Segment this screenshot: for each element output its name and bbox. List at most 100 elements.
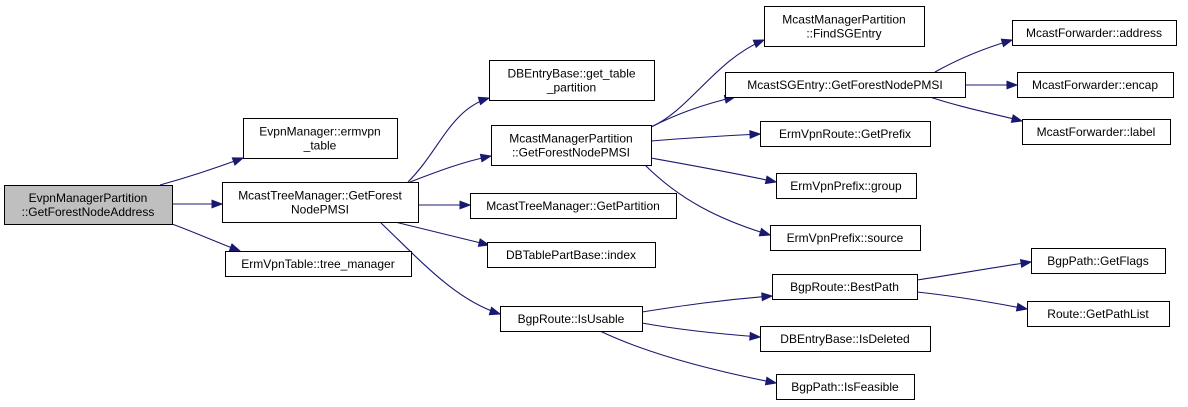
function-node[interactable]: ErmVpnTable::tree_manager xyxy=(225,251,412,277)
function-node[interactable]: McastManagerPartition::FindSGEntry xyxy=(764,6,925,47)
node-label: McastSGEntry::GetForestNodePMSI xyxy=(747,78,942,92)
function-node[interactable]: DBTablePartBase::index xyxy=(487,242,656,268)
node-label: ErmVpnPrefix::group xyxy=(790,179,902,193)
arrowhead-icon xyxy=(1010,114,1024,123)
function-node[interactable]: Route::GetPathList xyxy=(1027,301,1170,327)
node-box xyxy=(1017,72,1174,98)
call-edge xyxy=(650,94,737,128)
edge-line xyxy=(379,221,501,315)
node-label: McastManagerPartition xyxy=(782,13,905,27)
function-node[interactable]: EvpnManager::ermvpn_table xyxy=(243,118,398,159)
arrowhead-icon xyxy=(1019,259,1033,268)
arrowhead-icon xyxy=(1006,80,1019,90)
call-edge xyxy=(650,130,762,142)
edge-line xyxy=(650,96,736,128)
node-label: EvpnManagerPartition xyxy=(29,191,148,205)
function-node[interactable]: BgpRoute::IsUsable xyxy=(500,306,643,332)
call-edge xyxy=(379,221,502,316)
function-node[interactable]: DBEntryBase::IsDeleted xyxy=(760,326,931,352)
call-edge xyxy=(934,38,1014,73)
node-label: ErmVpnRoute::GetPrefix xyxy=(779,127,911,141)
edge-line xyxy=(916,291,1028,310)
edge-line xyxy=(159,157,244,186)
node-label: BgpRoute::BestPath xyxy=(790,280,899,294)
edge-line xyxy=(641,295,773,313)
node-box xyxy=(764,6,925,47)
function-node[interactable]: McastForwarder::address xyxy=(1012,20,1177,46)
node-box xyxy=(487,242,656,268)
arrowhead-icon xyxy=(761,292,774,302)
function-node[interactable]: McastForwarder::label xyxy=(1022,119,1171,145)
node-box xyxy=(491,125,652,166)
function-node[interactable]: DBEntryBase::get_table_partition xyxy=(489,60,655,101)
edge-line xyxy=(641,322,761,338)
arrowhead-icon xyxy=(764,376,778,386)
edge-line xyxy=(171,223,241,252)
node-box xyxy=(760,121,931,147)
call-edge xyxy=(159,157,245,186)
function-node[interactable]: ErmVpnRoute::GetPrefix xyxy=(760,121,931,147)
call-edge xyxy=(641,322,762,341)
call-graph-edges xyxy=(159,38,1033,386)
edge-line xyxy=(650,157,777,183)
function-node[interactable]: ErmVpnPrefix::group xyxy=(776,173,917,199)
function-node[interactable]: BgpRoute::BestPath xyxy=(772,274,918,300)
node-box xyxy=(725,72,966,98)
edge-line xyxy=(934,39,1013,73)
call-edge xyxy=(394,221,491,247)
call-edge xyxy=(650,157,778,185)
node-box xyxy=(470,193,677,219)
arrowhead-icon xyxy=(479,153,493,163)
call-edge xyxy=(409,153,493,183)
call-edge xyxy=(171,223,242,252)
function-node[interactable]: BgpPath::IsFeasible xyxy=(776,374,915,400)
arrowhead-icon xyxy=(477,238,491,247)
function-node[interactable]: McastSGEntry::GetForestNodePMSI xyxy=(725,72,966,98)
function-node[interactable]: McastManagerPartition::GetForestNodePMSI xyxy=(491,125,652,166)
edge-line xyxy=(407,97,490,183)
node-box xyxy=(243,118,398,159)
function-node[interactable]: McastTreeManager::GetForestNodePMSI xyxy=(222,182,419,223)
call-edge xyxy=(599,330,778,386)
node-box xyxy=(776,173,917,199)
node-box xyxy=(1012,20,1177,46)
edge-line xyxy=(409,155,492,183)
call-edge xyxy=(929,96,1024,123)
function-node[interactable]: ErmVpnPrefix::source xyxy=(770,225,921,251)
arrowhead-icon xyxy=(758,227,772,237)
arrowhead-icon xyxy=(749,130,762,140)
node-label: McastForwarder::label xyxy=(1037,125,1156,139)
node-label: DBEntryBase::get_table xyxy=(507,67,635,81)
node-label: ::GetForestNodePMSI xyxy=(512,146,630,160)
node-label: McastForwarder::address xyxy=(1026,26,1162,40)
node-box xyxy=(4,185,173,225)
call-edge xyxy=(965,80,1019,90)
node-box xyxy=(489,60,655,101)
call-edge xyxy=(650,39,766,128)
edge-line xyxy=(650,133,761,142)
node-label: BgpRoute::IsUsable xyxy=(518,312,625,326)
function-node[interactable]: BgpPath::GetFlags xyxy=(1031,248,1166,274)
function-node[interactable]: McastForwarder::encap xyxy=(1017,72,1174,98)
arrowhead-icon xyxy=(459,200,472,210)
arrowhead-icon xyxy=(231,157,245,166)
node-box xyxy=(1027,301,1170,327)
edge-line xyxy=(916,261,1032,281)
node-box xyxy=(770,225,921,251)
arrowhead-icon xyxy=(752,39,766,49)
node-box xyxy=(760,326,931,352)
function-node[interactable]: McastTreeManager::GetPartition xyxy=(470,193,677,219)
root-function-node[interactable]: EvpnManagerPartition::GetForestNodeAddre… xyxy=(4,185,173,225)
arrowhead-icon xyxy=(749,331,762,341)
node-box xyxy=(1031,248,1166,274)
arrowhead-icon xyxy=(1000,38,1014,48)
arrowhead-icon xyxy=(211,199,224,209)
node-label: McastTreeManager::GetForest xyxy=(238,189,402,203)
node-box xyxy=(776,374,915,400)
node-box xyxy=(225,251,412,277)
call-edge xyxy=(407,96,491,183)
node-label: _partition xyxy=(546,81,596,95)
node-label: Route::GetPathList xyxy=(1047,307,1149,321)
node-label: DBTablePartBase::index xyxy=(506,248,636,262)
